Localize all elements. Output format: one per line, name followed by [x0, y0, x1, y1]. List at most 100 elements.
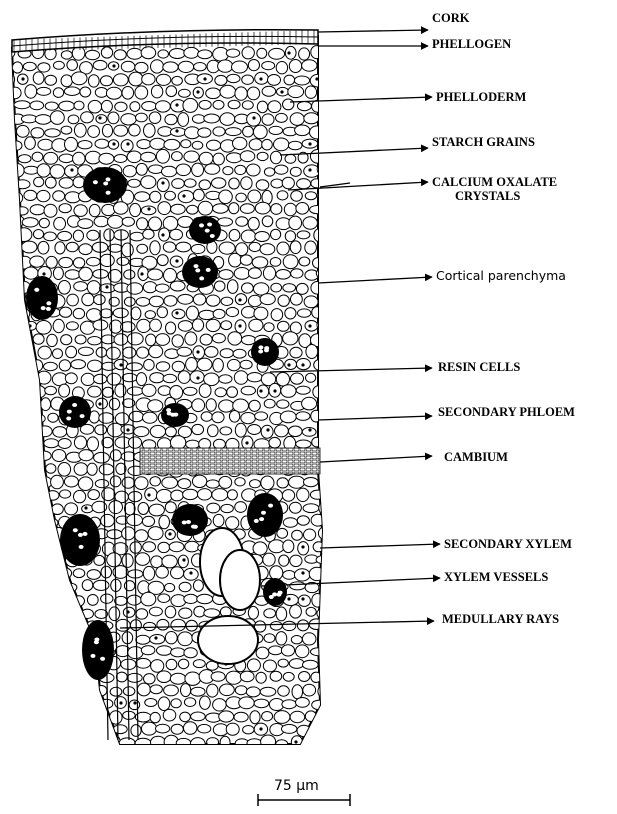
cell: [312, 307, 322, 318]
cell: [177, 347, 192, 356]
cell: [239, 697, 255, 709]
cell: [303, 217, 318, 229]
cell: [226, 671, 242, 684]
cell: [136, 658, 151, 668]
cell: [291, 636, 302, 644]
label-cortical-parenchyma: Cortical parenchyma: [436, 268, 566, 283]
cell: [197, 594, 213, 603]
cell: [236, 217, 248, 227]
cell: [88, 126, 100, 138]
cell: [24, 555, 39, 564]
cell: [149, 345, 163, 358]
cell: [280, 411, 296, 423]
cell: [135, 477, 148, 490]
cell: [163, 242, 175, 252]
cell: [234, 371, 248, 385]
cell: [73, 177, 85, 188]
cell: [227, 490, 237, 500]
starch-grain: [175, 129, 178, 132]
cell: [263, 660, 276, 672]
starch-grain: [322, 714, 325, 717]
cell: [130, 542, 141, 554]
cell: [270, 622, 282, 631]
cell: [3, 725, 15, 736]
cell: [247, 659, 260, 672]
cell: [93, 580, 109, 590]
cell: [16, 644, 32, 658]
cell: [242, 101, 253, 110]
cell: [297, 102, 311, 111]
cell: [219, 400, 234, 412]
cell: [61, 75, 72, 87]
cell: [100, 254, 114, 266]
cell: [137, 244, 148, 253]
starch-grain: [301, 363, 304, 366]
cell: [240, 360, 252, 369]
cell: [262, 712, 273, 721]
cambium-band: [140, 448, 320, 474]
cell: [304, 113, 319, 124]
cell: [1, 255, 16, 266]
cell: [208, 425, 219, 437]
cell: [261, 735, 276, 748]
cell: [198, 489, 212, 500]
cell: [204, 114, 220, 123]
cell: [93, 320, 108, 330]
cell: [66, 346, 77, 358]
starch-grain: [287, 363, 290, 366]
cell: [110, 450, 121, 461]
cell: [270, 671, 282, 681]
resin-cell: [251, 338, 279, 366]
starch-grain: [238, 298, 241, 301]
cell: [11, 504, 24, 513]
starch-grain: [154, 636, 157, 639]
cell: [60, 490, 71, 498]
cell: [17, 125, 30, 137]
cell: [87, 230, 99, 240]
cell: [34, 177, 44, 186]
cell: [247, 739, 262, 747]
cell: [19, 464, 30, 472]
cell: [165, 114, 177, 124]
starch-grain: [182, 194, 185, 197]
cell: [89, 204, 100, 216]
label-starch-grains: STARCH GRAINS: [432, 135, 535, 149]
cell: [162, 166, 177, 177]
cell: [87, 463, 97, 475]
cell: [95, 139, 109, 148]
cell: [253, 125, 267, 139]
cell: [23, 398, 36, 411]
cell: [135, 192, 150, 202]
cell: [115, 384, 126, 397]
cell: [219, 476, 232, 488]
cell: [123, 347, 136, 358]
cell: [252, 257, 268, 268]
cell: [270, 151, 281, 164]
cell: [157, 255, 168, 266]
cell: [206, 295, 220, 306]
cell: [5, 516, 15, 524]
cell: [262, 216, 273, 227]
cell: [289, 60, 301, 73]
cell: [199, 384, 211, 398]
cell: [183, 489, 198, 499]
cell: [172, 76, 183, 85]
cell: [271, 179, 283, 188]
cell: [24, 166, 39, 174]
starch-grain: [161, 233, 164, 236]
cell: [73, 152, 85, 165]
starch-grain: [42, 272, 45, 275]
cell: [229, 178, 240, 189]
cell: [25, 505, 38, 513]
cell: [66, 322, 78, 330]
cell: [78, 219, 93, 229]
cell: [126, 363, 142, 371]
cell: [184, 648, 197, 658]
cell: [312, 594, 323, 608]
cell: [221, 504, 234, 512]
cell: [241, 230, 256, 243]
cell: [60, 307, 72, 317]
cell: [157, 307, 167, 318]
cell: [156, 74, 170, 85]
cell: [275, 425, 289, 437]
